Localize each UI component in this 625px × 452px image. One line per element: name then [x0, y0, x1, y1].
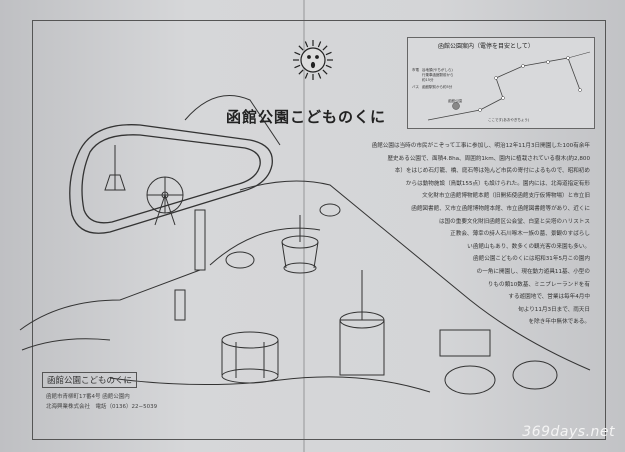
description-line: りもの類10数基、ミニプレーランドを有 — [487, 281, 590, 288]
fold-crease — [303, 0, 305, 452]
description-line: 函館図書館、又市立函館博物館本館、市立函館図書館等があり、近くに — [411, 205, 590, 212]
carousel-rides — [174, 203, 558, 395]
description-line: は国の重要文化財旧函館区公会堂、白堊と尖塔のハリストス — [438, 218, 590, 225]
footer-contact: 函館市青柳町17番4号 函館公園内 北海興業株式会社 電話（0136）22−50… — [46, 392, 157, 412]
description-line: からは動物施設（鳥獣155点）も設けられた。園内には、北海道指定有形 — [405, 180, 590, 187]
tram-route-lines — [427, 51, 591, 121]
inset-map-title: 函館公園案内（電停を目安として） — [438, 43, 534, 50]
inset-access-map: 函館公園案内（電停を目安として） 市電 谷地頭(やちがしら)行乗車函館駅前から約… — [407, 37, 595, 129]
description-line: 函館公園は当時の市民がこぞって工事に参加し、明治12年11月3日開園した100有… — [371, 143, 590, 149]
description-line: 文化財市立函館博物館本館（旧開拓使函館支庁仮博物場）と市立旧 — [422, 193, 590, 200]
description-line: 旬より11月3日まで、雨天日 — [518, 306, 590, 313]
brochure-frame — [32, 20, 606, 440]
tram-directions: 谷地頭(やちがしら)行乗車函館駅前から約15分 — [422, 68, 454, 82]
here-label: ここです(あおやぎちょう) — [488, 118, 530, 122]
roller-coaster-track — [69, 124, 273, 234]
footer-address: 函館市青柳町17番4号 函館公園内 — [46, 394, 130, 400]
park-marker-icon — [452, 102, 460, 110]
hillside — [19, 95, 591, 371]
description-line: 本）をはじめ石灯籠、橋、庭石等は殆んど市民の寄付によるもので、昭和初め — [394, 168, 590, 175]
page-title: 函館公園こどものくに — [226, 108, 387, 126]
bus-directions: 函館駅前から約5分 — [422, 85, 453, 89]
ferris-wheel — [146, 176, 184, 226]
description-line: 正教会、薄幸の詩人石川啄木一族の墓、景観のすばらし — [450, 231, 590, 238]
description-line: 函館公園こどものくには昭和31年5月この園内 — [473, 256, 590, 263]
tram-label: 市電 — [412, 68, 419, 72]
park-description: 函館公園は当時の市民がこぞって工事に参加し、明治12年11月3日開園した100有… — [340, 140, 590, 329]
description-line: する遊園地で、営業は毎年4月中 — [508, 294, 590, 301]
description-line: い函館山もあり、数多くの観光客の来園も多い。 — [467, 243, 590, 250]
description-line: の一角に開園し、現在動力遊具11基、小型の — [476, 268, 590, 275]
sun-icon — [293, 40, 333, 80]
park-label: 函館公園 — [448, 99, 462, 103]
tower-ride — [104, 145, 126, 191]
hedge-row — [109, 376, 431, 393]
footer-park-name: 函館公園こどものくに — [42, 372, 138, 388]
bus-label: バス — [412, 85, 419, 89]
footer-company: 北海興業株式会社 電話（0136）22−5039 — [46, 404, 158, 410]
description-line: 歴史ある公園で、面積4.8ha、周囲約1km、園内に植栽されている樹木(約2,8… — [387, 155, 590, 162]
watermark: 369days.net — [522, 424, 615, 440]
description-line: を除き年中無休である。 — [528, 319, 590, 326]
